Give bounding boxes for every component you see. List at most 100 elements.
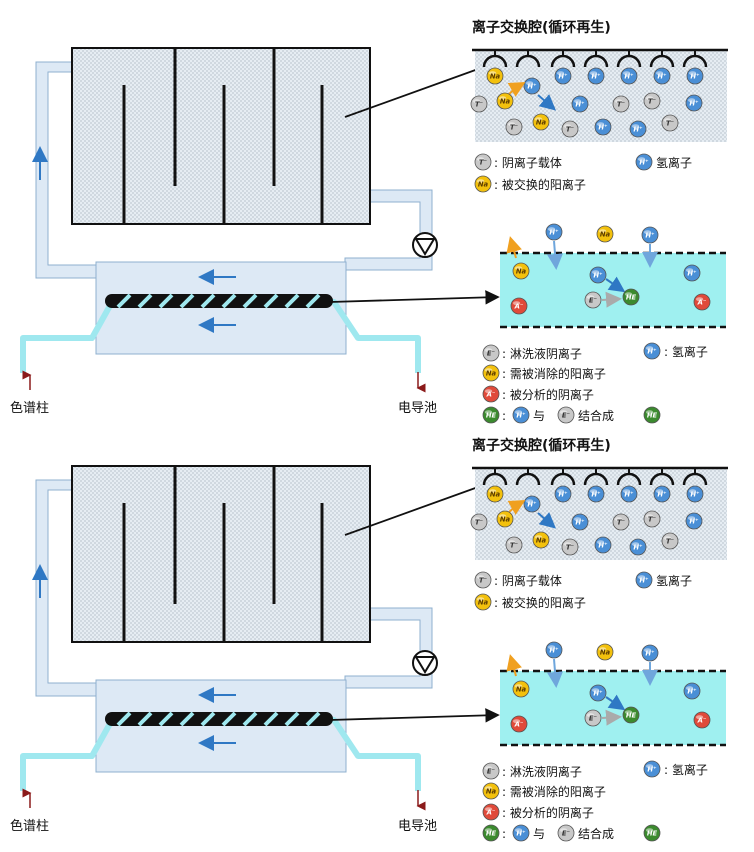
carrier-anion-label: T⁻ xyxy=(648,98,657,106)
hydrogen-ion: H⁺ xyxy=(587,67,605,85)
sodium-ion-label: Na xyxy=(478,181,489,189)
binding-site xyxy=(550,472,576,486)
legend-combine-result: 结合成 xyxy=(578,408,614,423)
hydrogen-ion-label: H⁺ xyxy=(639,159,649,167)
sodium-ion: Na xyxy=(596,225,614,243)
sodium-ion: Na xyxy=(474,593,492,611)
eluent-anion-label: E⁻ xyxy=(589,715,598,723)
hydrogen-ion: H⁺ xyxy=(683,264,701,282)
hydrogen-ion-label: H⁺ xyxy=(549,647,559,655)
hydrogen-ion-label: H⁺ xyxy=(689,518,699,526)
carrier-anion-label: T⁻ xyxy=(617,101,626,109)
product-he: HE xyxy=(482,406,500,424)
carrier-anion: T⁻ xyxy=(474,571,492,589)
carrier-anion: T⁻ xyxy=(561,538,579,556)
binding-site xyxy=(482,54,508,68)
sodium-ion-label: Na xyxy=(486,370,497,378)
hydrogen-ion: H⁺ xyxy=(629,120,647,138)
pump-icon xyxy=(412,232,438,258)
sodium-ion-label: Na xyxy=(536,119,547,127)
chamber-baffles xyxy=(122,48,324,224)
hydrogen-ion-label: H⁺ xyxy=(516,412,526,420)
sodium-ion-label: Na xyxy=(478,599,489,607)
sodium-ion: Na xyxy=(482,364,500,382)
column-label: 色谱柱 xyxy=(10,400,49,416)
hydrogen-ion-label: H⁺ xyxy=(647,348,657,356)
hydrogen-ion: H⁺ xyxy=(594,118,612,136)
hydrogen-ion-label: H⁺ xyxy=(593,272,603,280)
hydrogen-ion-label: H⁺ xyxy=(558,491,568,499)
binding-site xyxy=(515,54,541,68)
carrier-anion-label: T⁻ xyxy=(510,542,519,550)
legend-eluent-anion: : 淋洗液阴离子 xyxy=(502,764,582,779)
chamber-callout-line xyxy=(344,479,494,536)
eluent-anion: E⁻ xyxy=(584,709,602,727)
eluent-anion-label: E⁻ xyxy=(562,412,571,420)
carrier-anion-label: T⁻ xyxy=(479,159,488,167)
hydrogen-ion-label: H⁺ xyxy=(690,73,700,81)
sodium-ion: Na xyxy=(496,510,514,528)
sodium-ion: Na xyxy=(486,67,504,85)
sodium-ion-label: Na xyxy=(516,686,527,694)
hydrogen-ion: H⁺ xyxy=(653,67,671,85)
eluent-anion: E⁻ xyxy=(482,762,500,780)
carrier-anion-label: T⁻ xyxy=(475,519,484,527)
carrier-anion: T⁻ xyxy=(505,118,523,136)
hydrogen-ion: H⁺ xyxy=(643,342,661,360)
hydrogen-ion: H⁺ xyxy=(523,77,541,95)
analyte-anion: A⁻ xyxy=(693,293,711,311)
hydrogen-ion: H⁺ xyxy=(512,406,530,424)
sodium-ion-label: Na xyxy=(490,491,501,499)
eluent-anion-label: E⁻ xyxy=(589,297,598,305)
sodium-ion: Na xyxy=(532,531,550,549)
product-he-label: HE xyxy=(626,712,637,720)
hydrogen-ion: H⁺ xyxy=(686,485,704,503)
hydrogen-ion: H⁺ xyxy=(620,485,638,503)
carrier-anion: T⁻ xyxy=(474,153,492,171)
hydrogen-ion: H⁺ xyxy=(571,513,589,531)
membrane-tube xyxy=(105,711,333,727)
hydrogen-ion-label: H⁺ xyxy=(527,83,537,91)
binding-site xyxy=(649,54,675,68)
carrier-anion-label: T⁻ xyxy=(648,516,657,524)
legend-analyte-anion: : 被分析的阴离子 xyxy=(502,387,594,402)
analyte-anion: A⁻ xyxy=(510,297,528,315)
sodium-ion-label: Na xyxy=(600,649,611,657)
hydrogen-ion: H⁺ xyxy=(629,538,647,556)
carrier-anion-label: T⁻ xyxy=(566,126,575,134)
binding-site xyxy=(682,472,708,486)
ion-exchange-chamber xyxy=(71,465,371,643)
legend-hydrogen: 氢离子 xyxy=(656,573,692,588)
hydrogen-ion-label: H⁺ xyxy=(645,232,655,240)
legend-analyte-anion: : 被分析的阴离子 xyxy=(502,805,594,820)
legend-carrier: : 阴离子载体 xyxy=(494,573,562,588)
hydrogen-ion-label: H⁺ xyxy=(593,690,603,698)
legend-carrier: : 阴离子载体 xyxy=(494,155,562,170)
hydrogen-ion: H⁺ xyxy=(571,95,589,113)
carrier-anion-label: T⁻ xyxy=(666,538,675,546)
analyte-anion-label: A⁻ xyxy=(486,391,496,399)
hydrogen-ion-label: H⁺ xyxy=(633,126,643,134)
product-he: HE xyxy=(482,824,500,842)
hydrogen-ion-label: H⁺ xyxy=(575,519,585,527)
binding-site xyxy=(649,472,675,486)
analyte-anion-label: A⁻ xyxy=(697,299,707,307)
binding-site xyxy=(515,472,541,486)
hydrogen-ion-label: H⁺ xyxy=(549,229,559,237)
product-he-label: HE xyxy=(486,830,497,838)
hydrogen-ion-label: H⁺ xyxy=(657,73,667,81)
legend-exchanged-cation: : 被交换的阳离子 xyxy=(494,595,586,610)
hydrogen-ion-label: H⁺ xyxy=(690,491,700,499)
analyte-anion-label: A⁻ xyxy=(697,717,707,725)
detector-label: 电导池 xyxy=(398,401,437,416)
pump-tube xyxy=(344,607,433,689)
binding-site xyxy=(482,472,508,486)
analyte-anion: A⁻ xyxy=(482,385,500,403)
hydrogen-ion-label: H⁺ xyxy=(598,124,608,132)
legend-hydrogen: : 氢离子 xyxy=(664,344,708,359)
product-he-label: HE xyxy=(626,294,637,302)
hydrogen-ion-label: H⁺ xyxy=(657,491,667,499)
sodium-ion-label: Na xyxy=(500,98,511,106)
hydrogen-ion-label: H⁺ xyxy=(647,766,657,774)
